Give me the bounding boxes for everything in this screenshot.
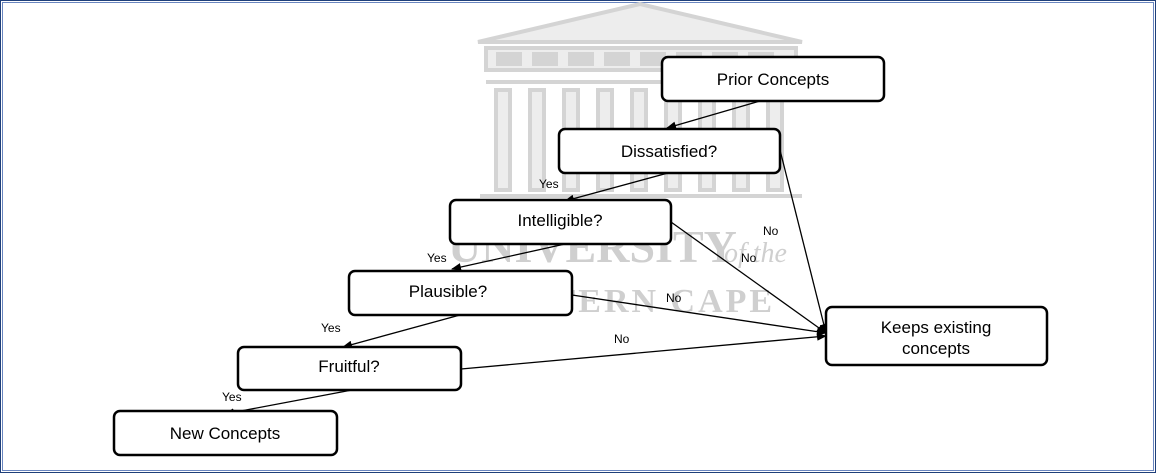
label-yes-intelligible: Yes [427,251,447,265]
node-dissatisfied [557,127,782,175]
node-plausible-label: Plausible? [409,282,487,301]
label-no-intelligible: No [741,251,757,265]
node-prior-concepts-label: Prior Concepts [717,70,829,89]
label-no-plausible: No [666,291,682,305]
node-keeps-existing-concepts [824,305,1049,367]
node-keeps-label-line2: concepts [902,339,970,358]
edge-plausible-yes [342,314,461,349]
node-dissatisfied-label: Dissatisfied? [621,142,717,161]
node-new-concepts-label: New Concepts [170,424,281,443]
label-no-fruitful: No [614,332,630,346]
edge-intelligible-yes [451,243,566,271]
node-intelligible [448,198,673,246]
node-keeps-label-line1: Keeps existing [881,318,992,337]
edge-intelligible-no [670,221,827,334]
node-fruitful-label: Fruitful? [318,357,379,376]
label-no-dissatisfied: No [763,224,779,238]
label-yes-fruitful: Yes [222,390,242,404]
watermark-line1-suffix: of the [724,238,787,269]
label-yes-plausible: Yes [321,321,341,335]
node-intelligible-label: Intelligible? [517,211,602,230]
edge-dissatisfied-no [779,149,828,334]
node-plausible [347,269,574,317]
edge-plausible-no [571,294,827,336]
edge-dissatisfied-yes [564,172,669,203]
node-fruitful [236,345,463,392]
edge-fruitful-no [460,332,827,370]
label-yes-dissatisfied: Yes [539,177,559,191]
node-new-concepts [112,409,339,457]
edge-prior-to-dissatisfied [666,100,761,130]
node-prior-concepts [660,55,886,103]
